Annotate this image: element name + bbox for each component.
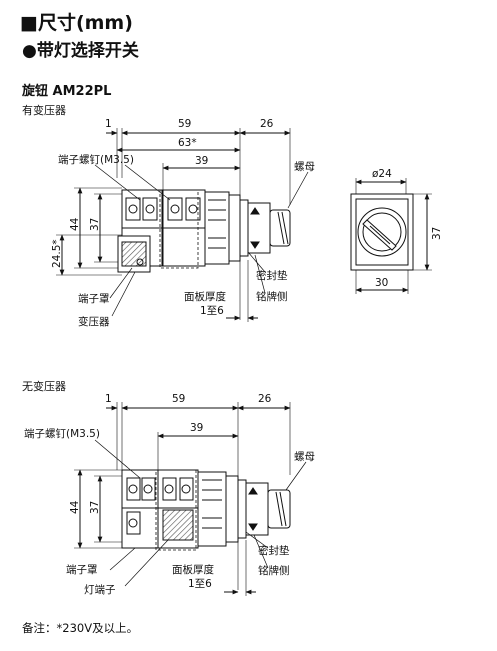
label-nut: 螺母	[294, 161, 315, 173]
label-seal: 密封垫	[256, 269, 288, 282]
top-dimension-text: 1 59 26 63* 39 44 37 24.5* 端子螺钉(M3.5) 螺母…	[51, 118, 315, 328]
label-b-terminal-cover: 端子罩	[66, 563, 98, 576]
label-transformer: 变压器	[78, 315, 110, 328]
label-nameplate: 铭牌侧	[256, 290, 288, 303]
label-b-panel-range: 1至6	[188, 578, 212, 590]
dim-front-30: 30	[375, 277, 388, 289]
dim-1: 1	[105, 118, 112, 130]
dim-b-37: 37	[89, 501, 101, 514]
section-with-transformer: 有变压器	[22, 104, 66, 117]
dim-front-37: 37	[431, 227, 443, 240]
label-panel-thickness: 面板厚度	[184, 290, 226, 303]
subtitle: 带灯选择开关	[36, 41, 139, 61]
top-side-view	[56, 128, 309, 322]
subheading: ●带灯选择开关	[22, 36, 139, 61]
dim-b-26: 26	[258, 393, 272, 405]
dim-b-39: 39	[190, 422, 203, 434]
label-panel-range: 1至6	[200, 305, 224, 317]
dim-b-44: 44	[69, 500, 81, 514]
dim-24-5: 24.5*	[51, 239, 63, 268]
bottom-dimension-text: 1 59 26 39 44 37 端子螺钉(M3.5) 螺母 密封垫 铭牌侧 面…	[24, 393, 315, 596]
dim-39: 39	[195, 155, 208, 167]
dim-b-1: 1	[105, 393, 112, 405]
label-b-nameplate: 铭牌侧	[258, 564, 290, 577]
dim-59: 59	[178, 118, 191, 130]
label-b-panel-thickness: 面板厚度	[172, 563, 214, 576]
circle-bullet: ●	[22, 41, 37, 61]
dim-37: 37	[89, 218, 101, 231]
dim-44: 44	[69, 217, 81, 231]
heading: ■尺寸(mm)	[20, 8, 133, 35]
bottom-side-view	[74, 402, 307, 596]
square-bullet: ■	[20, 12, 38, 34]
front-view	[350, 178, 432, 294]
label-b-seal: 密封垫	[258, 544, 290, 557]
dim-63: 63*	[178, 137, 197, 149]
dim-dia-24: ø24	[372, 168, 392, 180]
page-title: 尺寸(mm)	[37, 12, 133, 34]
label-b-lamp-terminal: 灯端子	[84, 583, 116, 596]
footnote: 备注：*230V及以上。	[22, 621, 139, 635]
front-dimension-text: ø24 37 30	[372, 168, 443, 289]
label-terminal-cover: 端子罩	[78, 292, 110, 305]
dim-26: 26	[260, 118, 274, 130]
section-without-transformer: 无变压器	[22, 380, 66, 393]
label-terminal-screw: 端子螺钉(M3.5)	[58, 153, 134, 166]
label-b-terminal-screw: 端子螺钉(M3.5)	[24, 427, 100, 440]
model-name: 旋钮 AM22PL	[22, 84, 112, 99]
dim-b-59: 59	[172, 393, 185, 405]
label-b-nut: 螺母	[294, 451, 315, 463]
